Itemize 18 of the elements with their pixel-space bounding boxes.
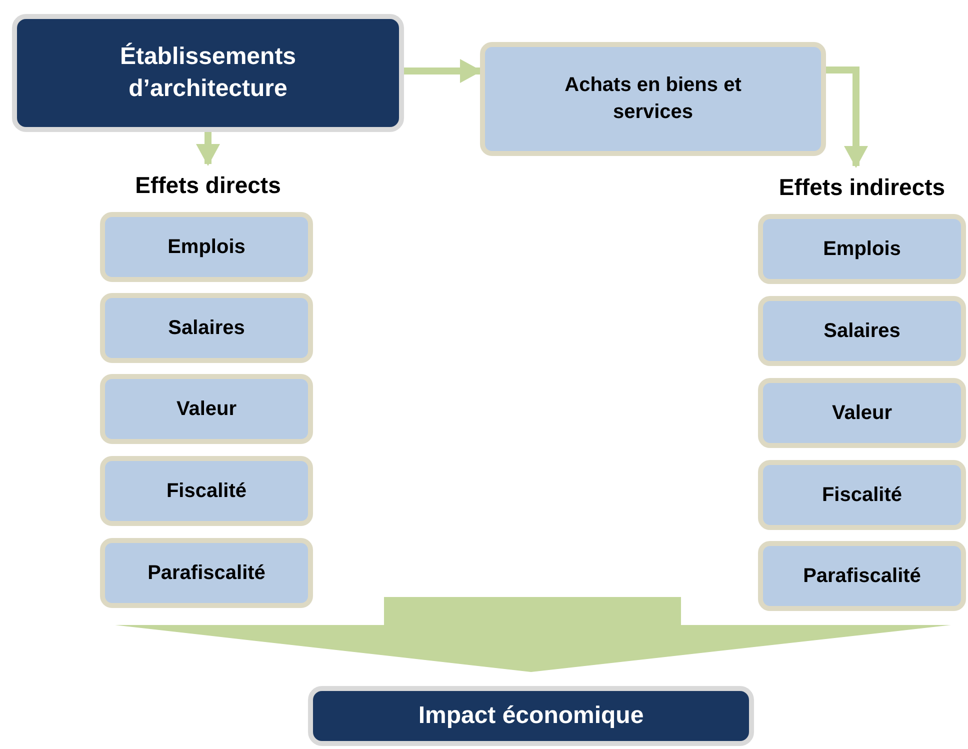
arrow [196,132,220,166]
merge-arrow [115,597,951,672]
arrow [404,59,482,83]
result-box: Valeur [758,378,966,448]
result-box: Parafiscalité [100,538,313,608]
result-box: Valeur [100,374,313,444]
result-box: Emplois [100,212,313,282]
heading-text: Effets indirects [778,174,946,200]
process-box: Établissements d’architecture [12,14,404,132]
result-box: Emplois [758,214,966,284]
result-box: Parafiscalité [758,541,966,611]
result-box: Salaires [758,296,966,366]
process-box: Impact économique [308,686,754,746]
result-box: Fiscalité [100,456,313,526]
result-box: Fiscalité [758,460,966,530]
result-box: Salaires [100,293,313,363]
heading-text: Effets directs [134,172,282,198]
result-box: Achats en biens et services [480,42,826,156]
